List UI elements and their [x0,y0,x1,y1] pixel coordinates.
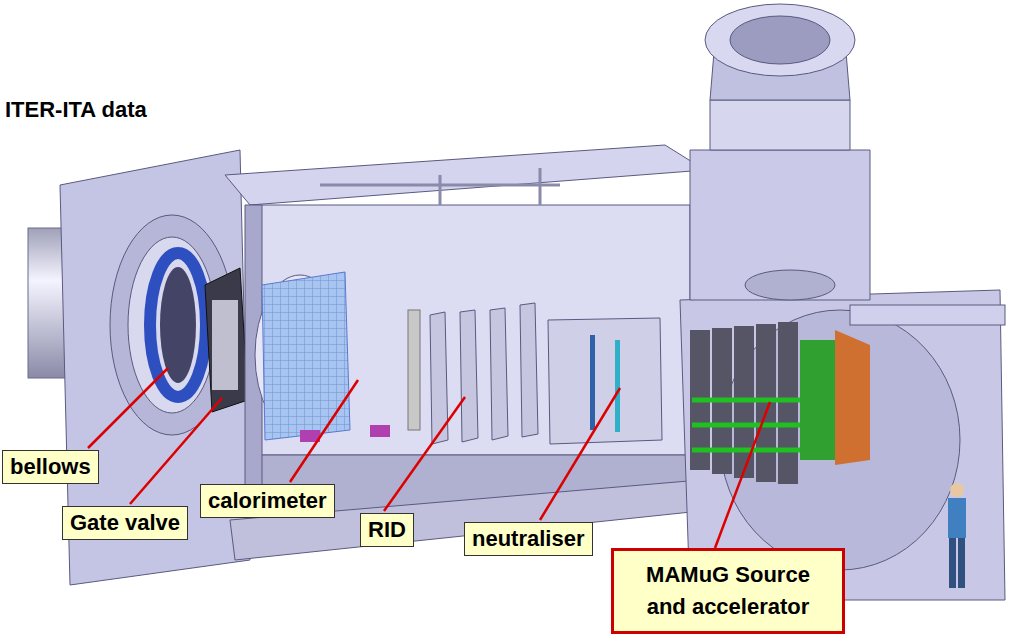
title-text: ITER-ITA data [5,97,147,123]
person-figure [948,483,966,588]
left-enclosure [60,150,250,585]
leader-line [290,380,358,482]
callout-label: bellows [10,454,91,480]
callout-label: calorimeter [208,488,327,514]
leader-lines [88,368,770,548]
calorimeter-panel [262,272,420,442]
tower [690,4,870,300]
callout-box: MAMuG Source and accelerator [611,548,845,634]
callout-label: RID [368,517,406,543]
leader-line [715,402,770,548]
callout-box: calorimeter [200,484,335,518]
callout-box: neutraliser [464,522,593,556]
callout-label: MAMuG Source and accelerator [628,559,828,623]
callout-label: Gate valve [70,510,180,536]
neutraliser-panels [548,318,662,444]
callout-label: neutraliser [472,526,585,552]
callout-box: RID [360,513,414,547]
leader-line [88,368,168,448]
leader-line [384,397,465,511]
callout-box: bellows [2,450,99,484]
callout-box: Gate valve [62,506,188,540]
leader-line [540,388,620,520]
